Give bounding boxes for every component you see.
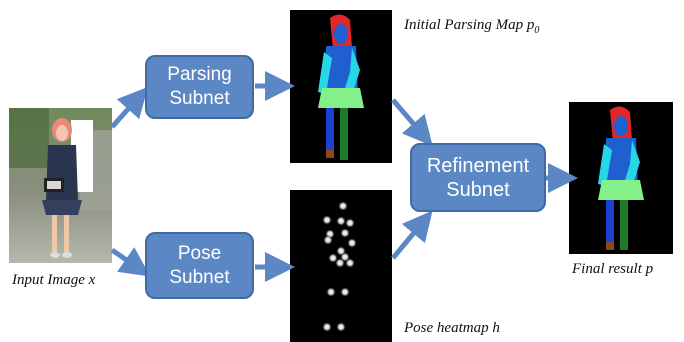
- arrow-map-to-refinement: [391, 98, 433, 147]
- parsing-subnet-line2: Subnet: [169, 88, 230, 109]
- arrow-input-to-parsing: [110, 86, 149, 129]
- arrow-heatmap-to-refinement: [391, 210, 433, 260]
- refinement-subnet-line2: Subnet: [446, 178, 510, 201]
- pose-subnet-box: Pose Subnet: [145, 232, 254, 299]
- parsing-map-panel: [290, 10, 392, 163]
- pose-heatmap-panel: [290, 190, 392, 342]
- refinement-subnet-line1: Refinement: [426, 154, 530, 177]
- pose-subnet-line2: Subnet: [169, 266, 230, 288]
- parsing-subnet-box: Parsing Subnet: [145, 55, 254, 119]
- parsing-map-label-subscript: 0: [534, 25, 540, 36]
- input-image-label: Input Image x: [12, 272, 96, 288]
- final-result-label: Final result p: [572, 261, 654, 277]
- pose-subnet-line1: Pose: [177, 242, 222, 264]
- parsing-map-label: Initial Parsing Map p0: [404, 17, 539, 36]
- parsing-map-label-text: Initial Parsing Map p: [404, 17, 535, 33]
- final-result-panel: [569, 102, 673, 254]
- pose-heatmap-label: Pose heatmap h: [404, 320, 500, 336]
- arrow-input-to-pose: [110, 247, 151, 277]
- parsing-subnet-line1: Parsing: [167, 64, 232, 85]
- refinement-subnet-box: Refinement Subnet: [410, 143, 546, 212]
